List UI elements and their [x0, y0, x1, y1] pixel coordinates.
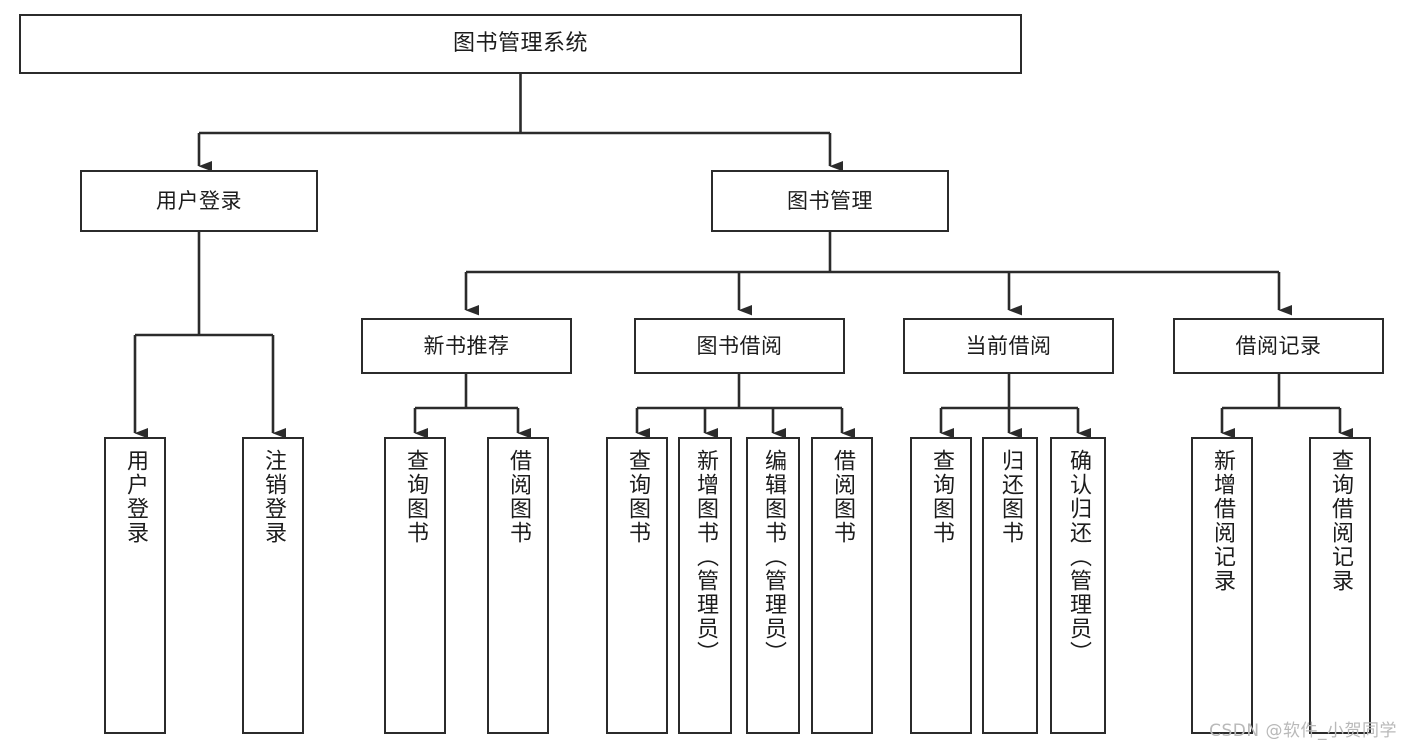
node-borrow-record[interactable]: 借阅记录 [1173, 318, 1384, 374]
node-label: 新书推荐 [423, 333, 510, 358]
node-label: 借阅图书 [829, 449, 855, 545]
node-label: 用户登录 [156, 188, 242, 213]
node-label: 借阅图书 [505, 449, 531, 545]
node-label: 查询图书 [402, 449, 428, 545]
node-label: 借阅记录 [1235, 333, 1322, 358]
node-label: 图书借阅 [696, 333, 783, 358]
node-label: 图书管理 [787, 188, 873, 213]
node-book-borrow[interactable]: 图书借阅 [634, 318, 845, 374]
node-label: 查询图书 [928, 449, 954, 545]
node-leaf-add-borrow-record[interactable]: 新增借阅记录 [1191, 437, 1253, 734]
node-leaf-query-borrow-record[interactable]: 查询借阅记录 [1309, 437, 1371, 734]
node-label: 用户登录 [122, 449, 148, 545]
node-leaf-query-book-borrow[interactable]: 查询图书 [606, 437, 668, 734]
csdn-watermark: CSDN @软件_小贺同学 [1209, 721, 1397, 741]
node-leaf-return-book[interactable]: 归还图书 [982, 437, 1038, 734]
node-user-login[interactable]: 用户登录 [80, 170, 318, 232]
node-current-borrow[interactable]: 当前借阅 [903, 318, 1114, 374]
node-leaf-borrow-book-borrow[interactable]: 借阅图书 [811, 437, 873, 734]
node-leaf-edit-book-admin[interactable]: 编辑图书（管理员） [746, 437, 800, 734]
node-leaf-borrow-book-recommend[interactable]: 借阅图书 [487, 437, 549, 734]
node-label: 新增借阅记录 [1209, 449, 1235, 593]
node-leaf-user-login[interactable]: 用户登录 [104, 437, 166, 734]
node-new-book-recommend[interactable]: 新书推荐 [361, 318, 572, 374]
node-label: 图书管理系统 [452, 31, 588, 57]
node-leaf-logout-login[interactable]: 注销登录 [242, 437, 304, 734]
node-label: 新增图书（管理员） [692, 449, 718, 665]
node-leaf-query-book-recommend[interactable]: 查询图书 [384, 437, 446, 734]
node-leaf-confirm-return-admin[interactable]: 确认归还（管理员） [1050, 437, 1106, 734]
node-leaf-add-book-admin[interactable]: 新增图书（管理员） [678, 437, 732, 734]
node-book-manage[interactable]: 图书管理 [711, 170, 949, 232]
node-label: 确认归还（管理员） [1065, 449, 1091, 665]
node-label: 注销登录 [260, 449, 286, 545]
node-label: 编辑图书（管理员） [760, 449, 786, 665]
node-leaf-query-book-current[interactable]: 查询图书 [910, 437, 972, 734]
node-label: 查询图书 [624, 449, 650, 545]
node-label: 归还图书 [997, 449, 1023, 545]
node-label: 查询借阅记录 [1327, 449, 1353, 593]
node-label: 当前借阅 [965, 333, 1052, 358]
node-root-book-management-system[interactable]: 图书管理系统 [19, 14, 1022, 74]
